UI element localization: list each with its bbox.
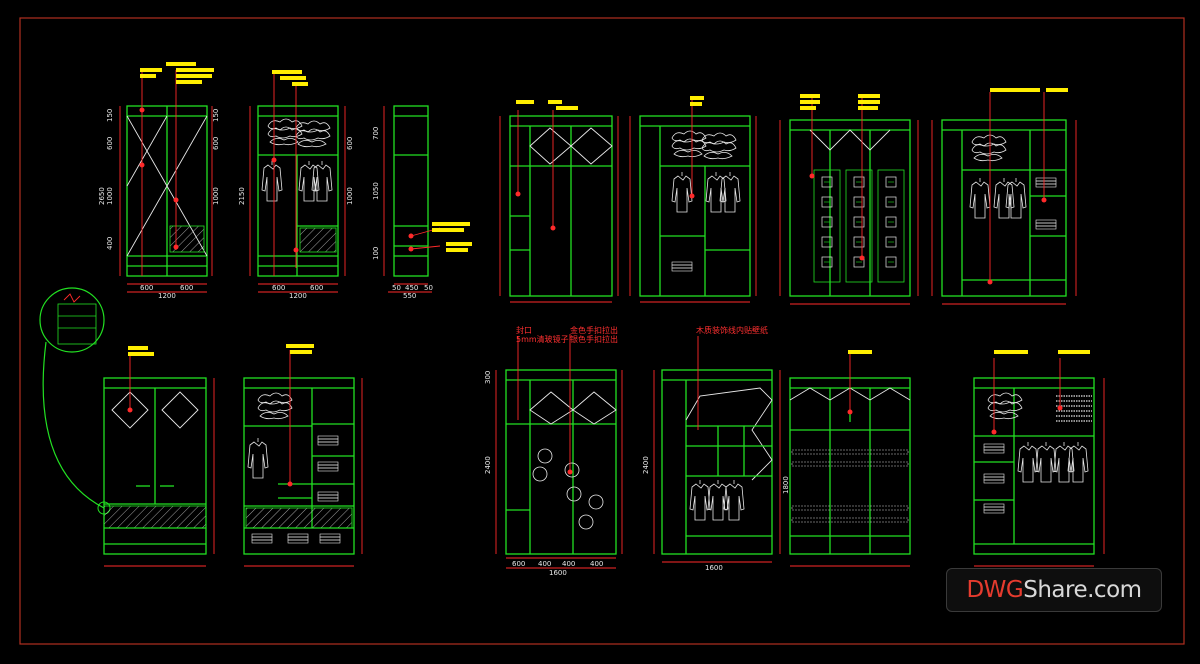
ornament-square [885, 196, 897, 208]
ornament-square [821, 256, 833, 268]
dim-text: 600 [272, 284, 285, 292]
ornament-square [821, 196, 833, 208]
dim-text: 2650 [98, 187, 106, 205]
ornament-square [885, 216, 897, 228]
dim-text: 600 [180, 284, 193, 292]
dim-text: 600 [346, 137, 354, 150]
ornament-square [885, 176, 897, 188]
wardrobe-interior-11: 木质装饰线内贴壁纸 2400 1800 1600 [642, 325, 790, 572]
ornament-square [885, 236, 897, 248]
dim-text: 1000 [346, 187, 354, 205]
wardrobe-elevation-1: 150 600 1000 400 2650 150 600 1000 600 6… [98, 62, 220, 300]
decorative-band [791, 461, 909, 467]
note-mirror: 5mm清玻镜子 [516, 334, 569, 344]
note-fengkou: 封口 [516, 325, 532, 335]
dim-text: 50 [392, 284, 401, 292]
dim-text: 400 [562, 560, 575, 568]
dim-text: 1600 [705, 564, 723, 572]
wardrobe-interior-7 [931, 88, 1077, 305]
wardrobe-interior-2: 2150 600 1000 600 600 1200 [238, 70, 354, 300]
wardrobe-interior-9 [243, 344, 363, 567]
ornament-square [821, 176, 833, 188]
dim-text: 100 [372, 247, 380, 260]
dim-text: 1200 [289, 292, 307, 300]
wardrobe-elevation-8 [103, 346, 215, 567]
wardrobe-elevation-10: 封口 5mm清玻镜子 金色手扣拉出 银色手扣拉出 2400 300 600 40… [484, 325, 623, 577]
ornament-square [853, 216, 865, 228]
dim-text: 2400 [642, 456, 650, 474]
dim-text: 600 [512, 560, 525, 568]
ornament-square [821, 216, 833, 228]
dim-text: 150 [106, 109, 114, 122]
dim-text: 700 [372, 127, 380, 140]
decorative-band [791, 505, 909, 511]
dim-text: 1000 [212, 187, 220, 205]
dim-text: 150 [212, 109, 220, 122]
dim-text: 1000 [106, 187, 114, 205]
dim-text: 1200 [158, 292, 176, 300]
dim-text: 1050 [372, 182, 380, 200]
dim-text: 600 [106, 137, 114, 150]
wardrobe-interior-5 [629, 96, 757, 303]
ornament-square [853, 196, 865, 208]
note-gold-handle: 金色手扣拉出 [570, 325, 618, 335]
watermark-part-1: DWG [966, 577, 1024, 603]
dim-text: 300 [484, 371, 492, 384]
dim-text: 600 [212, 137, 220, 150]
dim-text: 450 [405, 284, 418, 292]
dim-text: 400 [538, 560, 551, 568]
drawing-border [19, 17, 1185, 645]
dim-text: 1600 [549, 569, 567, 577]
wardrobe-side-section-3: 700 1050 100 50 450 50 550 [372, 105, 472, 300]
note-silver-handle: 银色手扣拉出 [570, 334, 618, 344]
dim-text: 2150 [238, 187, 246, 205]
note-wallpaper: 木质装饰线内贴壁纸 [696, 325, 768, 335]
wardrobe-interior-13 [973, 350, 1105, 567]
detail-callout [39, 287, 111, 515]
dim-text: 1800 [782, 476, 790, 494]
ornament-square [821, 236, 833, 248]
decorative-band [791, 449, 909, 455]
ornament-square [853, 176, 865, 188]
dim-text: 550 [403, 292, 416, 300]
decorative-band [791, 517, 909, 523]
dim-text: 400 [106, 237, 114, 250]
wardrobe-elevation-12 [789, 350, 911, 567]
ornament-square [885, 256, 897, 268]
ornament-square [853, 256, 865, 268]
wardrobe-elevation-4 [499, 100, 619, 303]
dim-text: 400 [590, 560, 603, 568]
ornament-square [853, 236, 865, 248]
dim-text: 600 [310, 284, 323, 292]
dim-text: 2400 [484, 456, 492, 474]
wardrobe-elevation-6 [779, 94, 919, 305]
dim-text: 600 [140, 284, 153, 292]
dim-text: 50 [424, 284, 433, 292]
watermark-part-2: Share.com [1023, 577, 1142, 603]
